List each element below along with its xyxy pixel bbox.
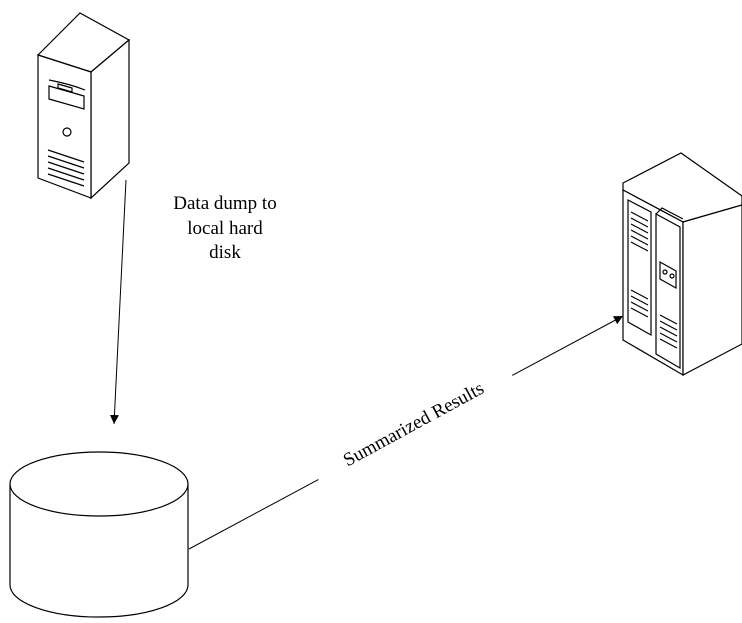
server-rack-icon [622, 152, 742, 377]
edge-label-data-dump: Data dump to local hard disk [173, 193, 277, 264]
disk-cylinder-icon [9, 451, 189, 618]
tower-computer-icon [36, 12, 131, 200]
edge-data-dump [109, 179, 127, 425]
